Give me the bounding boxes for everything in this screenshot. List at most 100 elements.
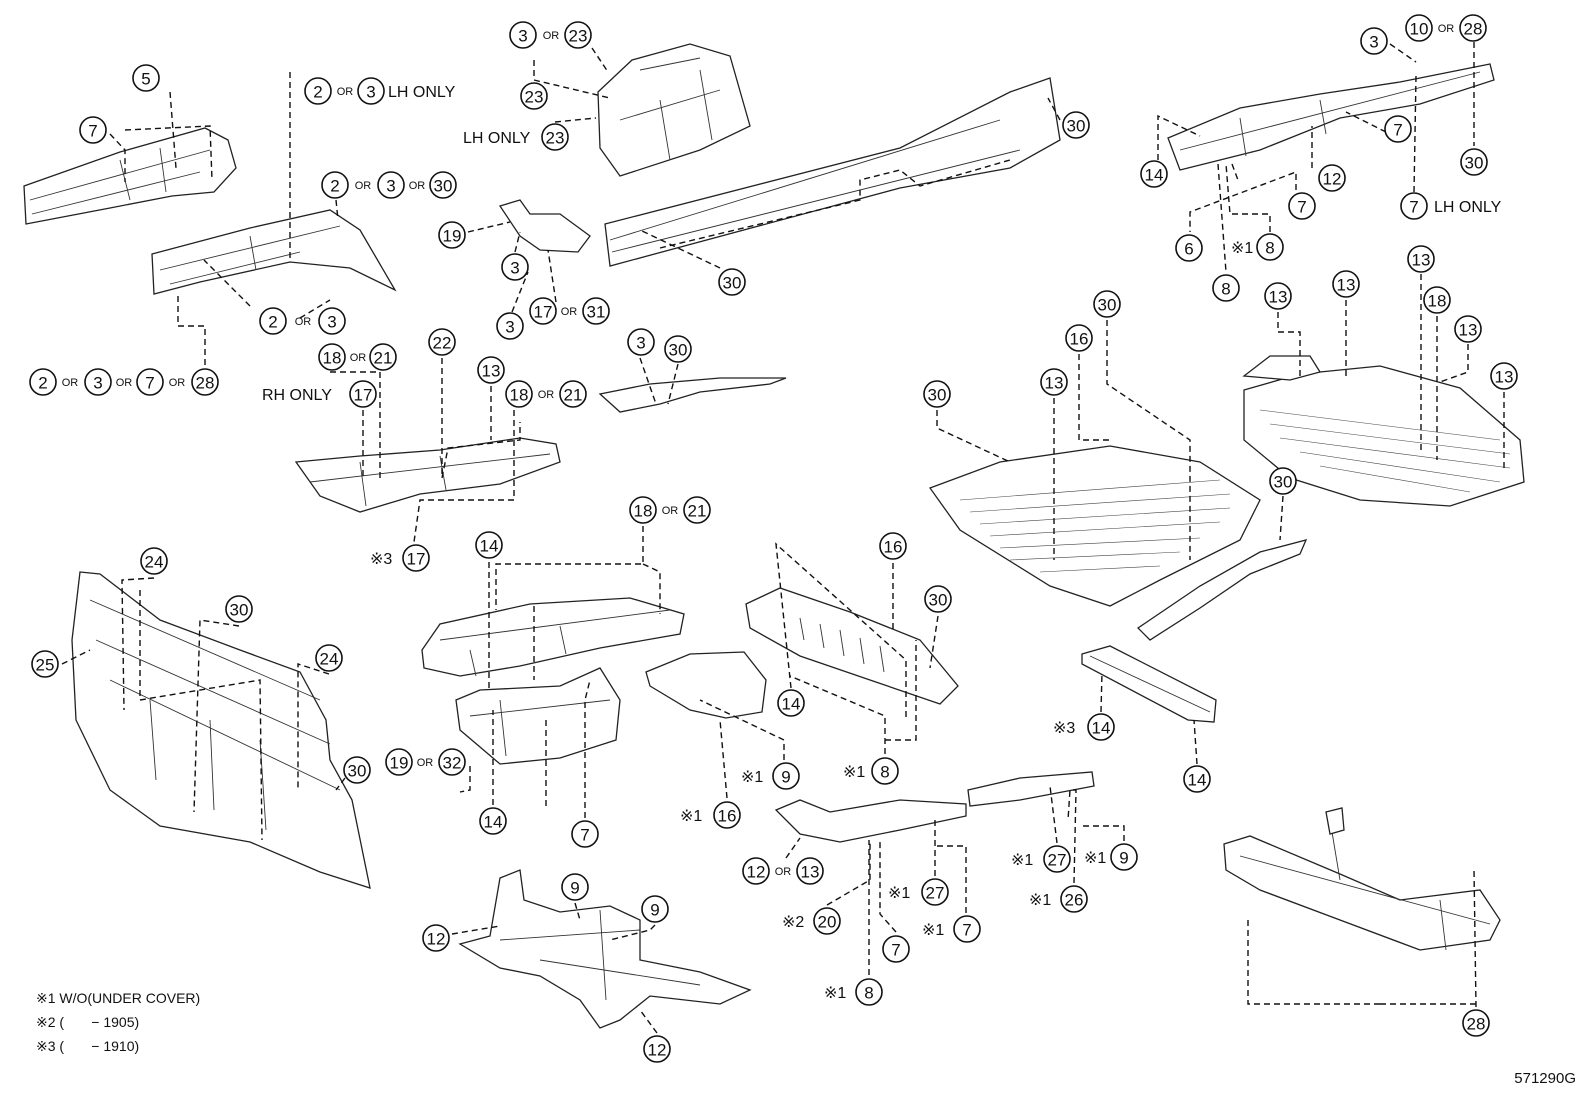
callout-number: 3 [1369, 33, 1378, 52]
part-callout-28[interactable]: 28 [191, 368, 219, 396]
part-callout-6[interactable]: 6 [1175, 234, 1203, 262]
part-callout-26[interactable]: 26 [1060, 885, 1088, 913]
part-callout-16[interactable]: 16 [879, 532, 907, 560]
part-callout-23[interactable]: 23 [541, 123, 569, 151]
part-callout-21[interactable]: 21 [559, 380, 587, 408]
part-callout-13[interactable]: 13 [1454, 315, 1482, 343]
part-callout-30[interactable]: 30 [343, 756, 371, 784]
part-callout-30[interactable]: 30 [1460, 148, 1488, 176]
part-callout-13[interactable]: 13 [796, 857, 824, 885]
part-callout-12[interactable]: 12 [422, 924, 450, 952]
part-callout-7[interactable]: 7 [1400, 192, 1428, 220]
part-callout-30[interactable]: 30 [225, 595, 253, 623]
part-callout-24[interactable]: 24 [140, 547, 168, 575]
part-callout-14[interactable]: 14 [1140, 160, 1168, 188]
callout-circle [643, 1035, 671, 1063]
part-callout-3[interactable]: 3 [318, 307, 346, 335]
part-callout-14[interactable]: 14 [1087, 713, 1115, 741]
part-callout-2[interactable]: 2 [304, 77, 332, 105]
part-callout-7[interactable]: 7 [882, 935, 910, 963]
part-callout-8[interactable]: 8 [855, 978, 883, 1006]
part-callout-30[interactable]: 30 [1062, 111, 1090, 139]
part-callout-8[interactable]: 8 [1256, 233, 1284, 261]
part-callout-14[interactable]: 14 [479, 807, 507, 835]
part-callout-3[interactable]: 3 [501, 253, 529, 281]
part-callout-2[interactable]: 2 [321, 171, 349, 199]
part-callout-16[interactable]: 16 [1065, 324, 1093, 352]
part-callout-27[interactable]: 27 [921, 878, 949, 906]
part-callout-12[interactable]: 12 [742, 857, 770, 885]
part-callout-13[interactable]: 13 [1040, 368, 1068, 396]
part-callout-16[interactable]: 16 [713, 801, 741, 829]
part-callout-14[interactable]: 14 [1183, 765, 1211, 793]
part-callout-10[interactable]: 10 [1405, 14, 1433, 42]
part-callout-7[interactable]: 7 [1384, 115, 1412, 143]
part-callout-21[interactable]: 21 [683, 496, 711, 524]
part-callout-30[interactable]: 30 [924, 585, 952, 613]
part-callout-30[interactable]: 30 [664, 335, 692, 363]
part-callout-31[interactable]: 31 [582, 297, 610, 325]
part-callout-13[interactable]: 13 [1264, 282, 1292, 310]
part-callout-2[interactable]: 2 [259, 307, 287, 335]
part-callout-24[interactable]: 24 [315, 644, 343, 672]
part-callout-13[interactable]: 13 [1490, 362, 1518, 390]
part-callout-13[interactable]: 13 [1407, 245, 1435, 273]
part-callout-7[interactable]: 7 [136, 368, 164, 396]
part-callout-3[interactable]: 3 [627, 328, 655, 356]
part-callout-9[interactable]: 9 [641, 895, 669, 923]
part-callout-23[interactable]: 23 [564, 21, 592, 49]
part-callout-32[interactable]: 32 [438, 748, 466, 776]
part-callout-28[interactable]: 28 [1462, 1009, 1490, 1037]
part-callout-20[interactable]: 20 [813, 907, 841, 935]
part-callout-22[interactable]: 22 [428, 328, 456, 356]
part-callout-9[interactable]: 9 [561, 873, 589, 901]
part-callout-30[interactable]: 30 [429, 171, 457, 199]
part-callout-12[interactable]: 12 [643, 1035, 671, 1063]
part-callout-18[interactable]: 18 [1423, 286, 1451, 314]
part-callout-7[interactable]: 7 [571, 820, 599, 848]
part-callout-8[interactable]: 8 [1212, 274, 1240, 302]
part-callout-3[interactable]: 3 [357, 77, 385, 105]
part-callout-18[interactable]: 18 [629, 496, 657, 524]
callout-number: 13 [1269, 288, 1288, 307]
part-callout-30[interactable]: 30 [1269, 467, 1297, 495]
part-callout-9[interactable]: 9 [772, 762, 800, 790]
part-callout-3[interactable]: 3 [1360, 27, 1388, 55]
part-callout-7[interactable]: 7 [79, 116, 107, 144]
part-callout-18[interactable]: 18 [505, 380, 533, 408]
part-callout-30[interactable]: 30 [718, 268, 746, 296]
part-callout-3[interactable]: 3 [496, 312, 524, 340]
part-callout-9[interactable]: 9 [1110, 843, 1138, 871]
part-callout-25[interactable]: 25 [31, 650, 59, 678]
footnote-marker: ※3 [1053, 720, 1075, 737]
front-side-member-right [151, 209, 397, 295]
part-callout-7[interactable]: 7 [1288, 192, 1316, 220]
part-callout-2[interactable]: 2 [29, 368, 57, 396]
part-callout-14[interactable]: 14 [475, 531, 503, 559]
part-callout-27[interactable]: 27 [1043, 845, 1071, 873]
part-callout-3[interactable]: 3 [509, 21, 537, 49]
part-callout-18[interactable]: 18 [318, 343, 346, 371]
part-callout-13[interactable]: 13 [477, 356, 505, 384]
part-callout-8[interactable]: 8 [871, 757, 899, 785]
part-callout-21[interactable]: 21 [369, 343, 397, 371]
callout-number: 13 [482, 362, 501, 381]
part-callout-19[interactable]: 19 [438, 221, 466, 249]
part-callout-28[interactable]: 28 [1459, 14, 1487, 42]
part-callout-3[interactable]: 3 [84, 368, 112, 396]
part-callout-30[interactable]: 30 [1093, 290, 1121, 318]
part-callout-17[interactable]: 17 [529, 297, 557, 325]
part-callout-12[interactable]: 12 [1318, 164, 1346, 192]
part-callout-13[interactable]: 13 [1332, 270, 1360, 298]
callout-number: 30 [1067, 117, 1086, 136]
part-callout-14[interactable]: 14 [777, 689, 805, 717]
callout-number: 14 [1092, 719, 1111, 738]
part-callout-17[interactable]: 17 [349, 380, 377, 408]
part-callout-7[interactable]: 7 [953, 915, 981, 943]
part-callout-17[interactable]: 17 [402, 544, 430, 572]
part-callout-3[interactable]: 3 [377, 171, 405, 199]
part-callout-19[interactable]: 19 [385, 748, 413, 776]
part-callout-23[interactable]: 23 [520, 82, 548, 110]
part-callout-30[interactable]: 30 [923, 380, 951, 408]
part-callout-5[interactable]: 5 [132, 64, 160, 92]
